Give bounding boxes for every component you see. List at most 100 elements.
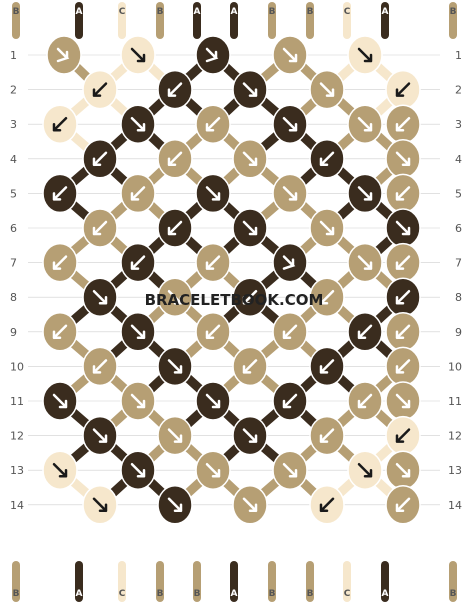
top-string-label: A	[382, 7, 389, 17]
knot	[385, 346, 421, 387]
knot	[232, 485, 268, 525]
knot-arrow-icon	[130, 47, 146, 63]
knot-arrow-icon	[130, 186, 146, 201]
knot	[82, 485, 118, 525]
bottom-string-label: A	[76, 589, 83, 599]
row-number-left: 9	[10, 326, 17, 339]
knot-arrow-icon	[395, 289, 411, 305]
knot	[385, 139, 421, 179]
knot-arrow-icon	[167, 428, 183, 443]
knot-arrow-icon	[319, 151, 335, 167]
row-number-left: 6	[10, 222, 17, 235]
knot-arrow-icon	[395, 462, 411, 478]
knot	[385, 208, 421, 248]
knot-arrow-icon	[167, 151, 183, 167]
row-number-left: 11	[10, 395, 24, 408]
knot-arrow-icon	[282, 47, 298, 63]
knot	[272, 381, 308, 421]
row-number-left: 13	[10, 464, 24, 477]
knot-arrow-icon	[130, 255, 146, 270]
knot-arrow-icon	[357, 255, 373, 270]
knot	[347, 173, 383, 214]
knot	[385, 450, 421, 490]
knot	[42, 242, 78, 283]
knot	[157, 346, 193, 387]
knot	[42, 381, 78, 421]
top-string-label: C	[344, 7, 351, 17]
knot	[385, 415, 421, 456]
knot-arrow-icon	[52, 116, 68, 132]
knot	[272, 242, 308, 283]
row-number-left: 14	[10, 499, 24, 512]
bottom-string-label: B	[307, 589, 314, 599]
knot-arrow-icon	[205, 393, 221, 409]
top-string-label: B	[157, 7, 164, 17]
knot	[120, 381, 156, 421]
knot-arrow-icon	[167, 359, 183, 374]
knot	[232, 208, 268, 248]
knot-arrow-icon	[319, 220, 335, 236]
row-number-left: 7	[10, 257, 17, 270]
knot-arrow-icon	[92, 359, 108, 374]
knot	[385, 485, 421, 525]
knot	[46, 35, 82, 75]
knot	[82, 69, 118, 110]
knot-arrow-icon	[167, 82, 183, 97]
knot-arrow-icon	[205, 186, 221, 201]
knot	[309, 139, 345, 179]
top-string-label: B	[13, 7, 20, 17]
knot	[309, 208, 345, 248]
knot-arrow-icon	[205, 47, 219, 63]
knot	[385, 173, 421, 214]
knot	[347, 381, 383, 421]
row-number-right: 14	[448, 499, 462, 512]
top-string-label: A	[76, 7, 83, 17]
knot-arrow-icon	[205, 462, 221, 478]
knot	[195, 104, 231, 144]
knot-arrow-icon	[395, 324, 411, 340]
top-string-label: B	[307, 7, 314, 17]
knot	[195, 381, 231, 421]
row-number-right: 13	[448, 464, 462, 477]
watermark-text: BRACELETBOOK.COM	[145, 291, 324, 309]
top-string-label: A	[231, 7, 238, 17]
knot-arrow-icon	[167, 289, 183, 305]
knot	[120, 242, 156, 283]
knot	[272, 104, 308, 144]
bottom-string-label: B	[450, 589, 457, 599]
knot-arrow-icon	[282, 462, 298, 478]
knot-arrow-icon	[52, 255, 68, 270]
knot	[309, 346, 345, 387]
knot-arrow-icon	[395, 186, 411, 201]
knot-arrow-icon	[52, 462, 68, 478]
knot-arrow-icon	[167, 497, 183, 513]
knot	[385, 104, 421, 144]
knot-arrow-icon	[395, 151, 411, 167]
knot	[347, 312, 383, 352]
knot	[385, 69, 421, 110]
knot-arrow-icon	[357, 47, 373, 63]
knot-arrow-icon	[395, 497, 411, 513]
knot-arrow-icon	[242, 289, 258, 305]
row-number-left: 4	[10, 153, 17, 166]
knot	[347, 450, 383, 490]
knot-arrow-icon	[357, 324, 373, 340]
knot	[385, 242, 421, 283]
knot-arrow-icon	[167, 220, 183, 236]
knot	[82, 346, 118, 387]
knot-arrow-icon	[282, 116, 298, 132]
top-string-label: C	[119, 7, 126, 17]
knot	[272, 312, 308, 352]
row-number-left: 10	[10, 360, 24, 373]
knot	[195, 242, 231, 283]
row-number-right: 4	[455, 153, 462, 166]
row-number-right: 6	[455, 222, 462, 235]
knot	[120, 450, 156, 490]
knot-arrow-icon	[282, 255, 296, 270]
knot-arrow-icon	[92, 151, 108, 167]
